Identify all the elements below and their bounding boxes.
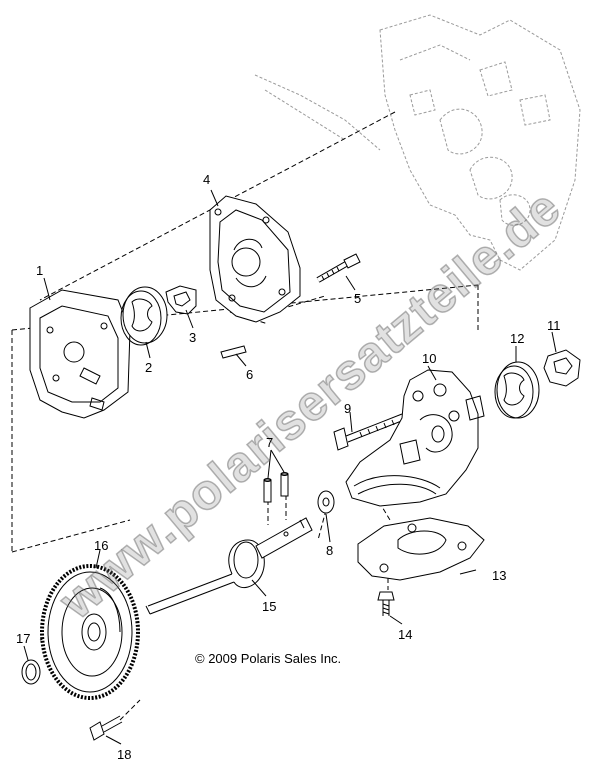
part-3-inner-rotor bbox=[165, 285, 197, 315]
part-1-pump-plate bbox=[29, 289, 131, 419]
part-12-outer-rotor bbox=[494, 361, 540, 419]
callout-8: 8 bbox=[326, 543, 334, 558]
callout-15: 15 bbox=[262, 599, 277, 614]
callout-9: 9 bbox=[344, 401, 352, 416]
part-15-pump-shaft bbox=[145, 517, 313, 615]
part-6-dowel-pin bbox=[220, 345, 247, 359]
callout-17: 17 bbox=[16, 631, 31, 646]
part-10-pump-body bbox=[345, 369, 485, 507]
part-9-bolt bbox=[333, 413, 405, 451]
callout-16: 16 bbox=[94, 538, 109, 553]
callout-6: 6 bbox=[246, 367, 254, 382]
callout-18: 18 bbox=[117, 747, 132, 762]
callout-7: 7 bbox=[266, 435, 274, 450]
part-8-washer bbox=[317, 490, 335, 514]
callout-2: 2 bbox=[145, 360, 153, 375]
callout-11: 11 bbox=[547, 318, 561, 333]
callout-1: 1 bbox=[36, 263, 44, 278]
callout-5: 5 bbox=[354, 291, 362, 306]
callout-10: 10 bbox=[422, 351, 437, 366]
part-2-outer-rotor bbox=[120, 286, 168, 346]
leader-lines bbox=[23, 189, 557, 745]
part-14-screw bbox=[377, 591, 395, 616]
part-5-screw bbox=[316, 253, 361, 283]
callout-3: 3 bbox=[189, 330, 197, 345]
part-18-bolt bbox=[89, 715, 123, 741]
callout-12: 12 bbox=[510, 331, 525, 346]
part-4-pump-cover bbox=[209, 195, 301, 323]
part-7-dowel-pins bbox=[263, 472, 289, 503]
callout-14: 14 bbox=[398, 627, 413, 642]
part-16-drive-gear bbox=[40, 564, 140, 700]
crankcase-outline bbox=[254, 14, 581, 271]
copyright-notice: © 2009 Polaris Sales Inc. bbox=[195, 651, 342, 666]
part-13-gasket bbox=[357, 517, 485, 581]
callout-13: 13 bbox=[492, 568, 507, 583]
part-17-snap-ring bbox=[21, 659, 41, 685]
part-11-inner-rotor bbox=[543, 349, 581, 387]
callout-4: 4 bbox=[203, 172, 211, 187]
